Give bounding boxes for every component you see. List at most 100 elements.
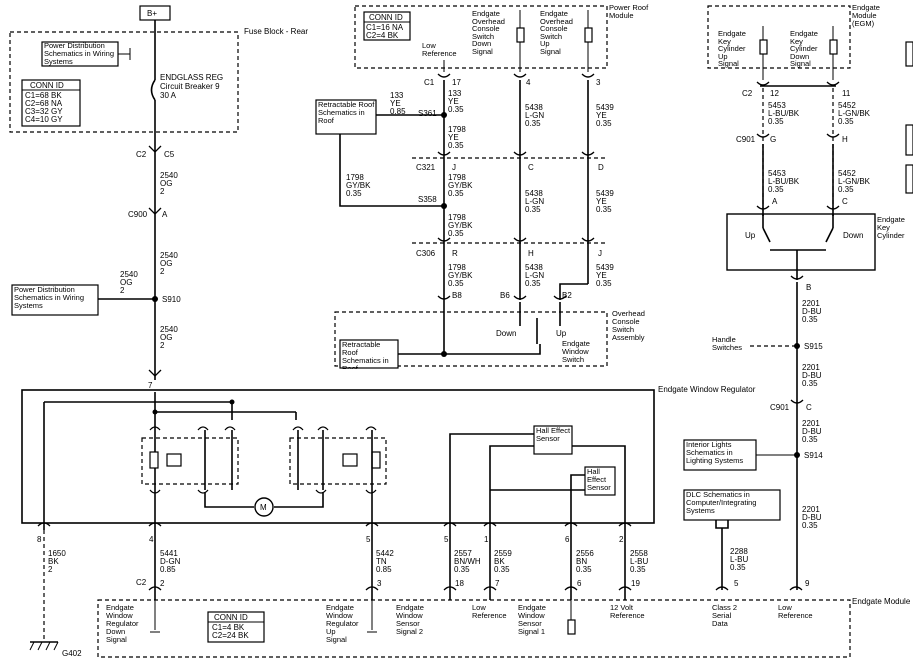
egmup-4: Up [718, 51, 728, 61]
swu-4: Switch [540, 31, 563, 41]
w5452b-2: L-GN/BK [838, 177, 871, 186]
pin-b2: B2 [562, 291, 572, 300]
w2540a-3: 2 [160, 187, 165, 196]
retract-bottom-box[interactable] [339, 339, 399, 369]
w5453a-2: L-BU/BK [768, 109, 800, 118]
interior-lights-text: Interior Lights Schematics in Lighting S… [686, 441, 744, 465]
w2540a-2: OG [160, 179, 172, 188]
power-dist-left-text: Power Distribution Schematics in Wiring … [14, 286, 85, 310]
sensor1-1: Endgate [518, 604, 546, 612]
c901-h: H [842, 135, 848, 144]
w2201d-3: 0.35 [802, 521, 818, 530]
w133-2: YE [448, 97, 459, 106]
switch-down-label: Down [496, 329, 516, 338]
egm-bottom-box [97, 599, 851, 658]
relay-right [289, 437, 387, 485]
handle-switches-text[interactable]: Handle Switches [712, 336, 743, 352]
serial-2: Serial [712, 611, 732, 620]
w5439c-3: 0.35 [596, 279, 612, 288]
v12-1: 12 Volt [610, 604, 633, 612]
v12-2: Reference [610, 611, 645, 620]
key-up-label: Up [745, 231, 756, 240]
pin-b18: 18 [455, 579, 464, 588]
breaker-line-3: 30 A [160, 91, 177, 100]
w1798c-2: GY/BK [346, 181, 371, 190]
c306-h: H [528, 249, 534, 258]
sensor1-2: Window [518, 611, 545, 620]
down-sig-5: Signal [106, 635, 127, 644]
egm-bottom-pins: 2 3 18 7 6 19 5 9 [148, 579, 810, 591]
retract-bottom-text: Retractable Roof Schematics in Roof [342, 341, 389, 369]
lowref-1: Low [472, 604, 486, 612]
w2201a-1: 2201 [802, 299, 820, 308]
w2558-3: 0.35 [630, 565, 646, 574]
splice-s361-label: S361 [418, 109, 437, 118]
w1798c-3: 0.35 [346, 189, 362, 198]
w2559-2: BK [494, 557, 505, 566]
dlc-box[interactable] [683, 489, 781, 521]
fuse-conn-id-box [21, 79, 81, 127]
splice-s915-label: S915 [804, 342, 823, 351]
fuse-conn-1: C1=68 BK [25, 91, 62, 100]
swd-1: Endgate [472, 10, 500, 18]
power-ref-text: Power Distribution Schematics in Wiring … [44, 42, 115, 66]
roof-p3: 3 [596, 78, 601, 87]
dlc-text: DLC Schematics in Computer/Integrating S… [686, 491, 757, 515]
egm-conn-2: C2=24 BK [212, 631, 249, 640]
swd-4: Switch [472, 31, 495, 41]
w1798d-2: GY/BK [448, 221, 473, 230]
motor-symbol [254, 497, 274, 517]
down-sig-3: Regulator [106, 619, 139, 628]
c321-d: D [598, 163, 604, 172]
w5442-2: TN [376, 557, 387, 566]
fuse-block-outline [9, 31, 239, 133]
egmup-5: Signal [718, 59, 739, 68]
c901-g: G [770, 135, 776, 144]
w2201b-3: 0.35 [802, 379, 818, 388]
fuse-conn-3: C3=32 GY [25, 107, 63, 116]
ground-g402: G402 [29, 641, 82, 658]
w2557-2: BN/WH [454, 557, 481, 566]
egm-bottom-title: Endgate Module (EGM) [852, 597, 913, 606]
conn-c321: C321 [416, 163, 436, 172]
down-sig-4: Down [106, 627, 126, 636]
w133-1: 133 [448, 89, 462, 98]
sensor2-1: Endgate [396, 604, 424, 612]
w2288-1: 2288 [730, 547, 748, 556]
w2558-2: L-BU [630, 557, 648, 566]
w5438a-2: L-GN [525, 197, 544, 206]
splice-s910-label: S910 [162, 295, 181, 304]
w133s-3: 0.85 [390, 107, 406, 116]
pin-b8: B8 [452, 291, 462, 300]
power-dist-left-box[interactable] [11, 284, 99, 316]
w1798e-1: 1798 [448, 263, 466, 272]
circuit-breaker-symbol [150, 79, 156, 101]
hall-sensor-2-text: Hall Effect Sensor [587, 468, 611, 492]
w2540b-1: 2540 [160, 251, 178, 260]
egmup-1: Endgate [718, 30, 746, 38]
hall-sensor-1 [533, 425, 573, 455]
swu-5: Up [540, 39, 550, 48]
w2540b-2: OG [160, 259, 172, 268]
retract-top-box[interactable] [315, 99, 377, 135]
w5438b-3: 0.35 [525, 119, 541, 128]
c306-j: J [598, 249, 602, 258]
w1798a-3: 0.35 [448, 141, 464, 150]
w2201c-3: 0.35 [802, 435, 818, 444]
fuse-conn-4: C4=10 GY [25, 115, 63, 124]
breaker-line-1: ENDGLASS REG [160, 73, 223, 82]
interior-lights-box[interactable] [683, 439, 757, 471]
splice-s358-label: S358 [418, 195, 437, 204]
swd-5: Down [472, 39, 492, 48]
w2201a-3: 0.35 [802, 315, 818, 324]
w2540a-1: 2540 [160, 171, 178, 180]
w2540c-1: 2540 [120, 270, 138, 279]
roof-module-title: Power Roof Module [609, 4, 649, 20]
switch-assembly-sub: Endgate Window Switch [562, 340, 590, 364]
c321-c: C [528, 163, 534, 172]
regulator-pins: 8 4 5 5 1 6 2 [37, 522, 632, 544]
down-sig-2: Window [106, 611, 133, 620]
w5439b-2: YE [596, 111, 607, 120]
w5438c-3: 0.35 [525, 279, 541, 288]
